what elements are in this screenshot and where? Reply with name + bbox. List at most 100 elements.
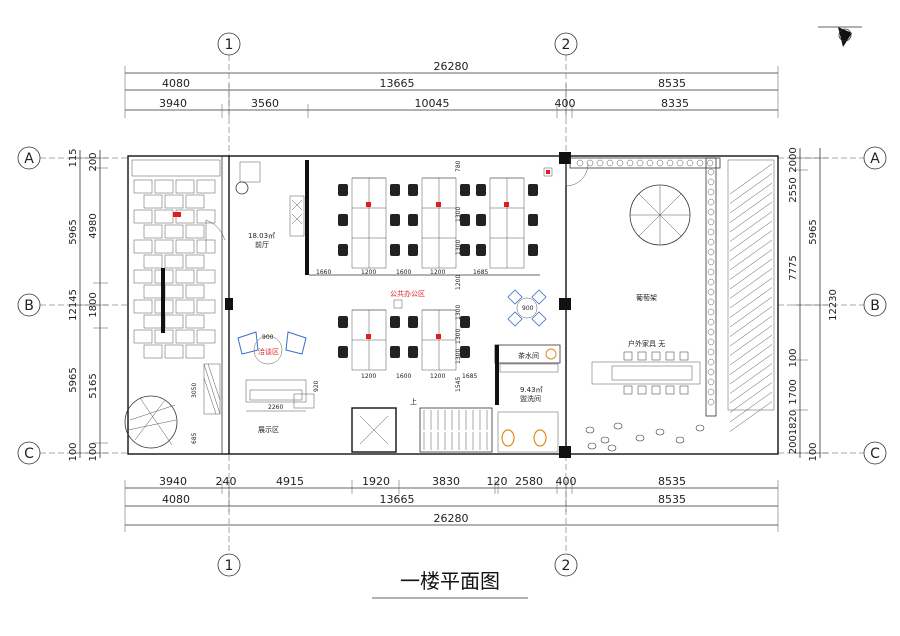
svg-text:5965: 5965 xyxy=(808,219,819,244)
svg-text:100: 100 xyxy=(68,442,79,461)
lawn-hatch xyxy=(729,344,773,375)
outdoor-chair xyxy=(623,351,633,361)
paver xyxy=(164,224,184,239)
lawn-hatch xyxy=(729,306,773,337)
svg-text:9.43㎡: 9.43㎡ xyxy=(520,386,543,394)
svg-text:2: 2 xyxy=(562,558,571,574)
lawn-hatch xyxy=(729,211,773,242)
trellis-knot xyxy=(707,248,715,256)
svg-text:8535: 8535 xyxy=(658,493,686,506)
svg-text:100: 100 xyxy=(88,442,99,461)
lawn-hatch xyxy=(729,258,773,290)
svg-text:葡萄架: 葡萄架 xyxy=(636,293,657,302)
lawn-hatch xyxy=(729,287,773,318)
svg-text:10045: 10045 xyxy=(415,97,450,110)
svg-text:1600: 1600 xyxy=(396,269,411,276)
outdoor-chair xyxy=(651,351,661,361)
svg-text:8335: 8335 xyxy=(661,97,689,110)
outdoor-chair xyxy=(623,385,633,395)
trellis-knot xyxy=(686,159,694,167)
svg-text:盥洗间: 盥洗间 xyxy=(520,394,541,403)
outdoor-chair xyxy=(651,385,661,395)
paver xyxy=(164,344,184,359)
trellis-knot xyxy=(707,228,715,236)
paver xyxy=(175,179,195,194)
svg-text:26280: 26280 xyxy=(434,512,469,525)
lounge: 洽谈区 900 2260 920 xyxy=(237,331,320,412)
lawn-hatch xyxy=(729,372,773,404)
svg-text:前厅: 前厅 xyxy=(255,240,269,249)
chair-left xyxy=(408,346,418,358)
svg-text:780: 780 xyxy=(455,160,462,172)
cross-meeting-table: 900 xyxy=(507,289,547,327)
svg-text:5965: 5965 xyxy=(68,367,79,392)
outdoor-chair xyxy=(679,385,689,395)
desk-power-outlet xyxy=(504,202,509,207)
trellis-knot xyxy=(707,328,715,336)
paver xyxy=(133,299,153,314)
chair-right xyxy=(460,184,470,196)
svg-text:1: 1 xyxy=(225,37,234,53)
svg-text:5965: 5965 xyxy=(68,219,79,244)
chair-left xyxy=(408,184,418,196)
svg-text:4080: 4080 xyxy=(162,77,190,90)
north-arrow-icon xyxy=(818,26,862,47)
terrace: 葡萄架 户外家具 无 xyxy=(569,157,775,452)
trellis-knot xyxy=(707,378,715,386)
paver xyxy=(196,329,216,344)
paver xyxy=(196,179,216,194)
trellis-knot xyxy=(707,238,715,246)
svg-text:5165: 5165 xyxy=(88,373,99,398)
trellis-knot xyxy=(707,218,715,226)
desk-power-outlet xyxy=(436,334,441,339)
paver xyxy=(185,344,205,359)
svg-text:A: A xyxy=(24,151,34,167)
outdoor-chair xyxy=(679,351,689,361)
trellis-knot xyxy=(707,168,715,176)
row-axis-a: A A xyxy=(17,146,887,170)
svg-text:1300: 1300 xyxy=(455,329,462,344)
svg-text:4980: 4980 xyxy=(88,213,99,238)
lawn-hatch xyxy=(729,220,773,252)
svg-text:12145: 12145 xyxy=(68,289,79,321)
lawn-hatch xyxy=(729,173,773,204)
svg-text:2550: 2550 xyxy=(788,177,799,202)
paver xyxy=(164,284,184,299)
paver xyxy=(133,329,153,344)
trellis-knot xyxy=(707,318,715,326)
svg-text:1300: 1300 xyxy=(455,349,462,364)
svg-text:洽谈区: 洽谈区 xyxy=(258,347,279,356)
trellis-knot xyxy=(626,159,634,167)
lawn-hatch xyxy=(729,201,773,233)
desk-power-outlet xyxy=(436,202,441,207)
office-area-labels: 公共办公区 1660 1200 1600 1200 1685 1200 1600… xyxy=(316,160,488,392)
chair-left xyxy=(476,184,486,196)
chair-right xyxy=(528,184,538,196)
svg-text:1660: 1660 xyxy=(316,269,331,276)
svg-text:上: 上 xyxy=(410,397,417,406)
paver xyxy=(196,269,216,284)
svg-text:1200: 1200 xyxy=(430,373,445,380)
chair-right xyxy=(390,184,400,196)
lobby: 18.03㎡ 前厅 xyxy=(205,161,275,252)
plant-shrub xyxy=(655,428,665,436)
lawn-hatch xyxy=(729,334,773,366)
svg-text:1300: 1300 xyxy=(455,240,462,255)
svg-text:B: B xyxy=(870,298,880,314)
paver xyxy=(133,239,153,254)
svg-text:B: B xyxy=(24,298,34,314)
trellis-knot xyxy=(707,208,715,216)
svg-text:3940: 3940 xyxy=(159,97,187,110)
svg-text:1200: 1200 xyxy=(430,269,445,276)
paver xyxy=(175,239,195,254)
paver xyxy=(185,314,205,329)
chair-left xyxy=(338,184,348,196)
paver xyxy=(154,179,174,194)
lawn-hatch xyxy=(729,363,773,394)
svg-text:4080: 4080 xyxy=(162,493,190,506)
svg-text:A: A xyxy=(870,151,880,167)
chair-left xyxy=(408,244,418,256)
outdoor-chair xyxy=(637,385,647,395)
building-outline xyxy=(127,152,779,458)
trellis-knot xyxy=(707,298,715,306)
